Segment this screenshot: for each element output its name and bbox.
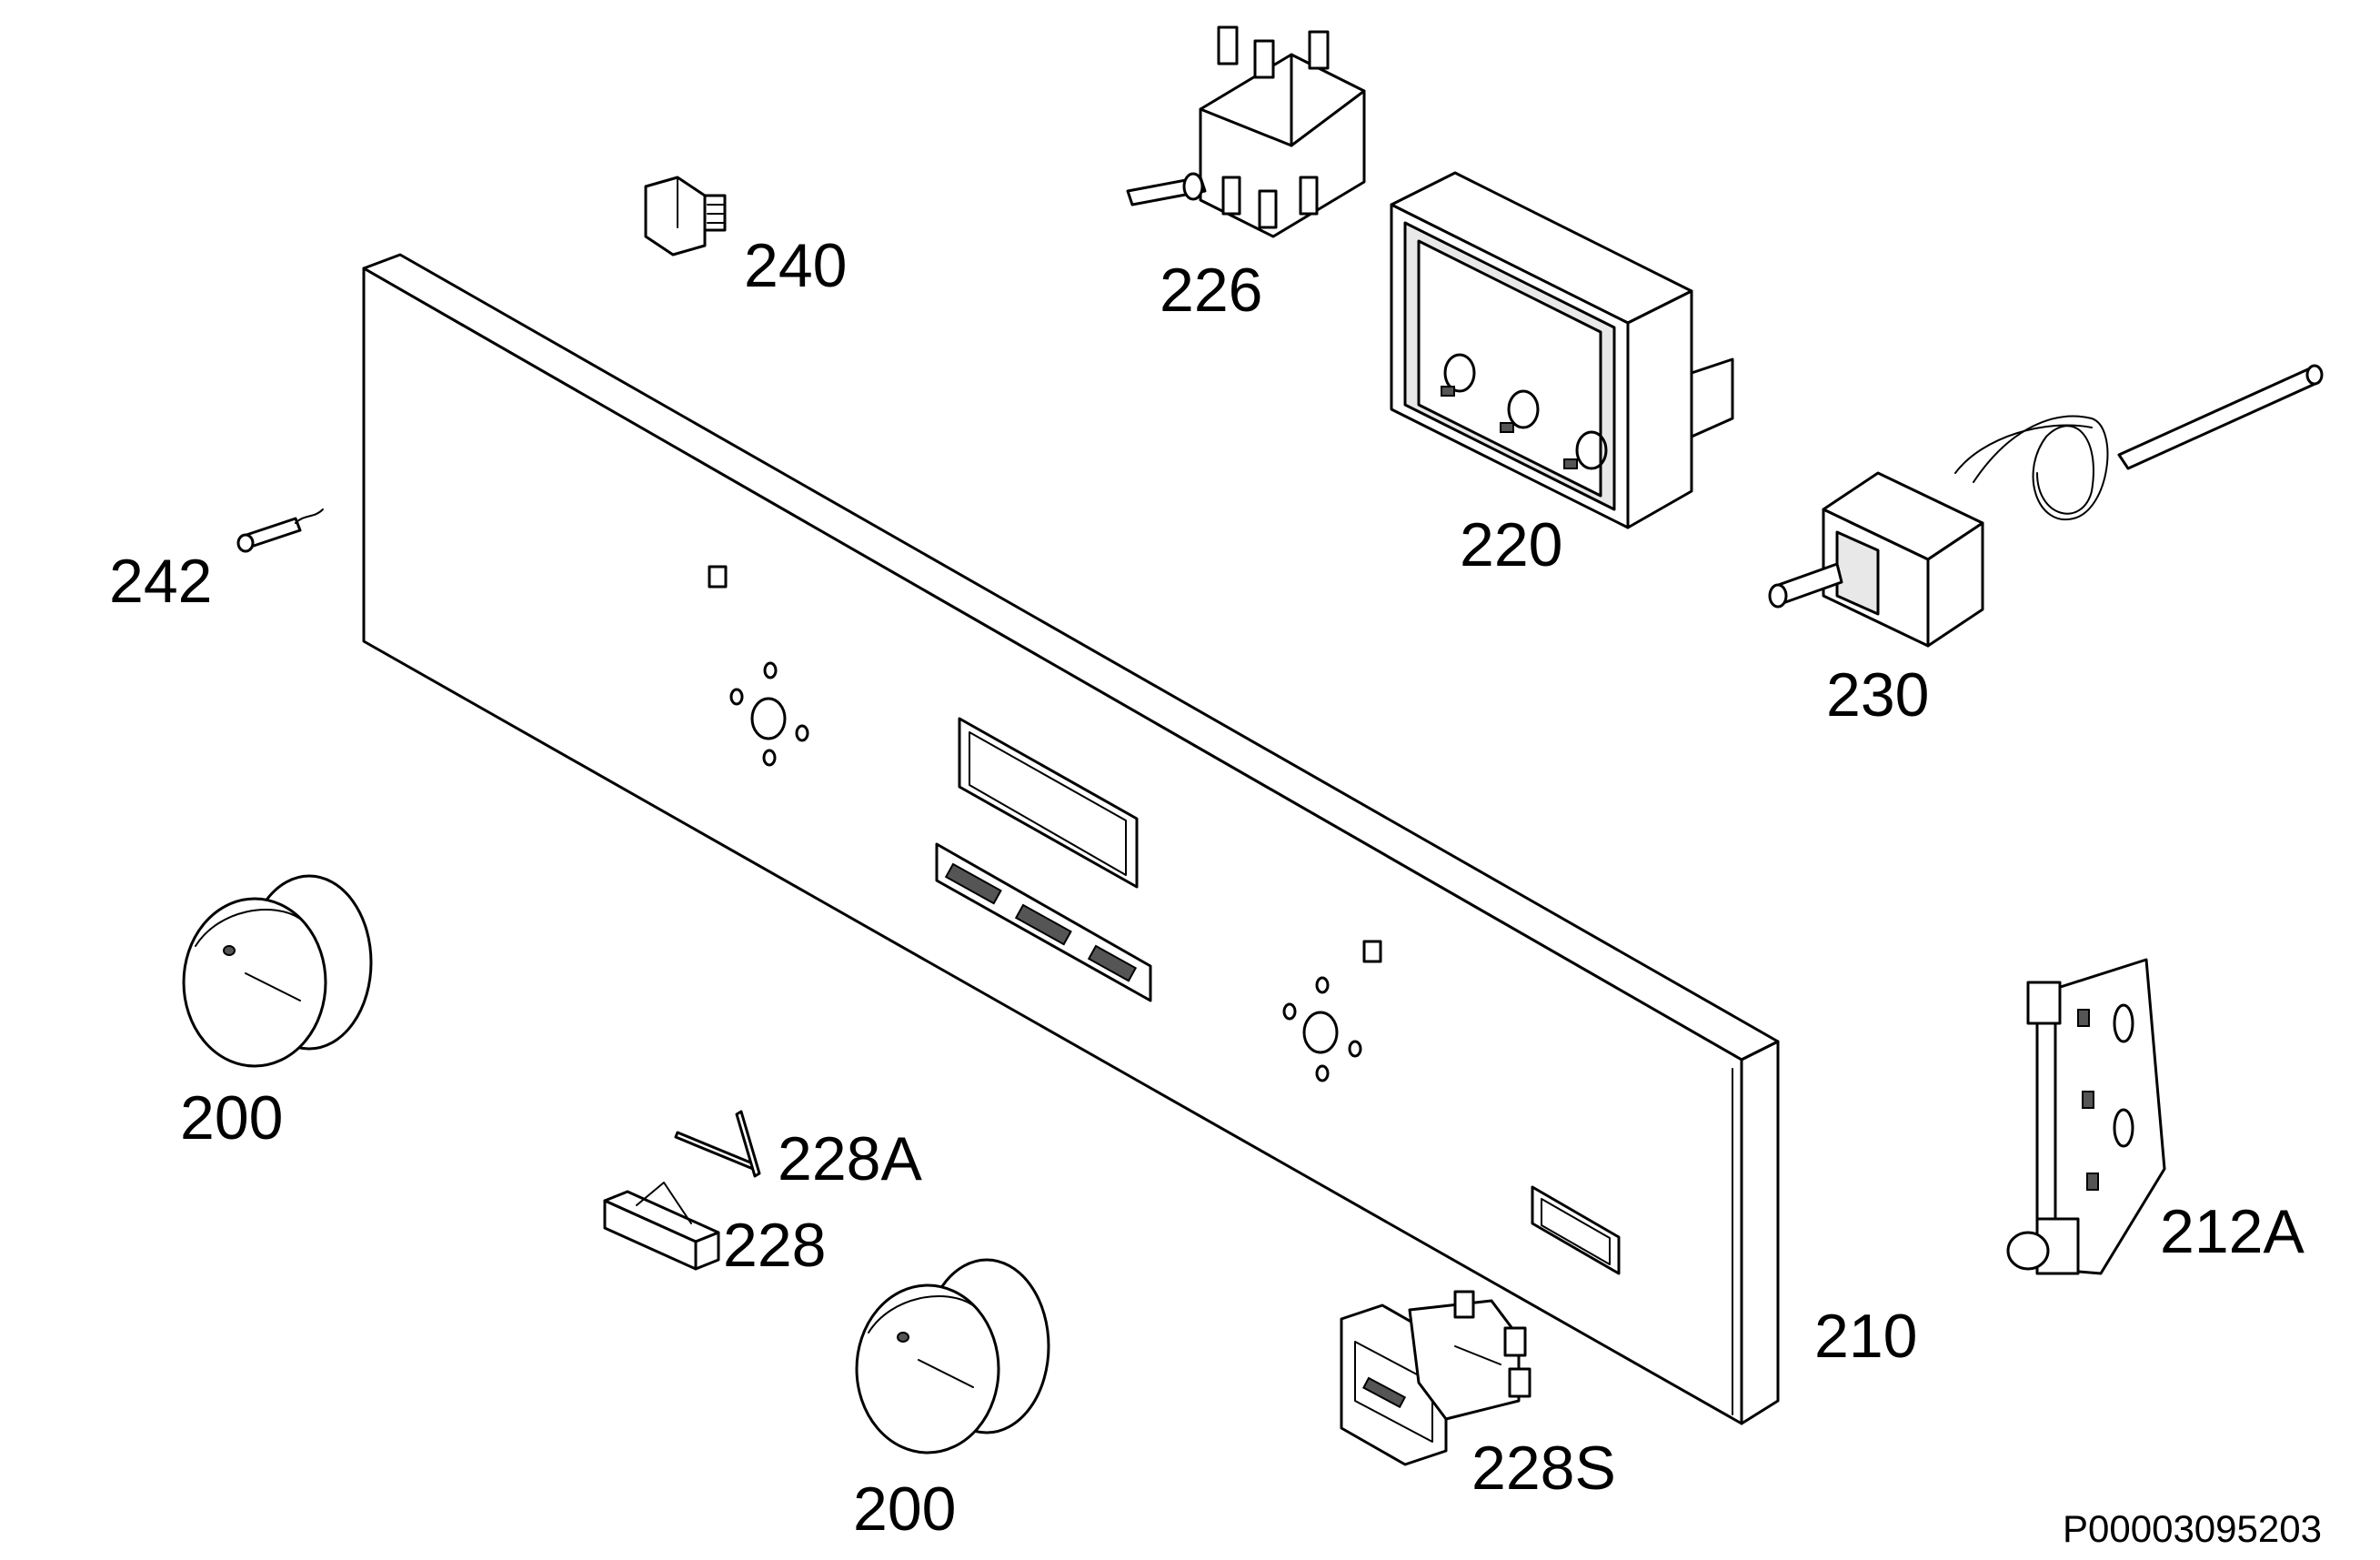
part-label-230: 230	[1826, 660, 1930, 730]
part-240-cap	[644, 176, 727, 257]
part-label-228A: 228A	[778, 1124, 922, 1193]
part-label-228: 228	[723, 1211, 827, 1280]
part-228-button	[603, 1182, 720, 1271]
part-label-200-upper: 200	[180, 1083, 284, 1152]
document-id: P00003095203	[2063, 1507, 2322, 1550]
part-200-knob-upper	[182, 874, 373, 1068]
part-label-212A: 212A	[2160, 1197, 2305, 1266]
part-212A-bracket	[2006, 958, 2166, 1275]
part-220-display-module	[1390, 171, 1734, 529]
part-226-selector-switch	[1126, 25, 1366, 238]
part-label-210: 210	[1814, 1302, 1918, 1371]
part-label-228S: 228S	[1471, 1434, 1616, 1503]
part-228A-rod	[674, 1110, 761, 1178]
part-label-200-lower: 200	[853, 1474, 957, 1544]
part-230-thermostat	[1768, 364, 2324, 648]
part-228S-switch	[1340, 1290, 1531, 1466]
part-label-226: 226	[1160, 256, 1263, 325]
part-label-220: 220	[1460, 510, 1563, 579]
part-label-240: 240	[744, 231, 848, 300]
part-200-knob-lower	[855, 1258, 1050, 1454]
part-210-control-panel	[362, 253, 1780, 1425]
part-label-242: 242	[109, 547, 213, 616]
part-242-pin	[236, 508, 324, 553]
